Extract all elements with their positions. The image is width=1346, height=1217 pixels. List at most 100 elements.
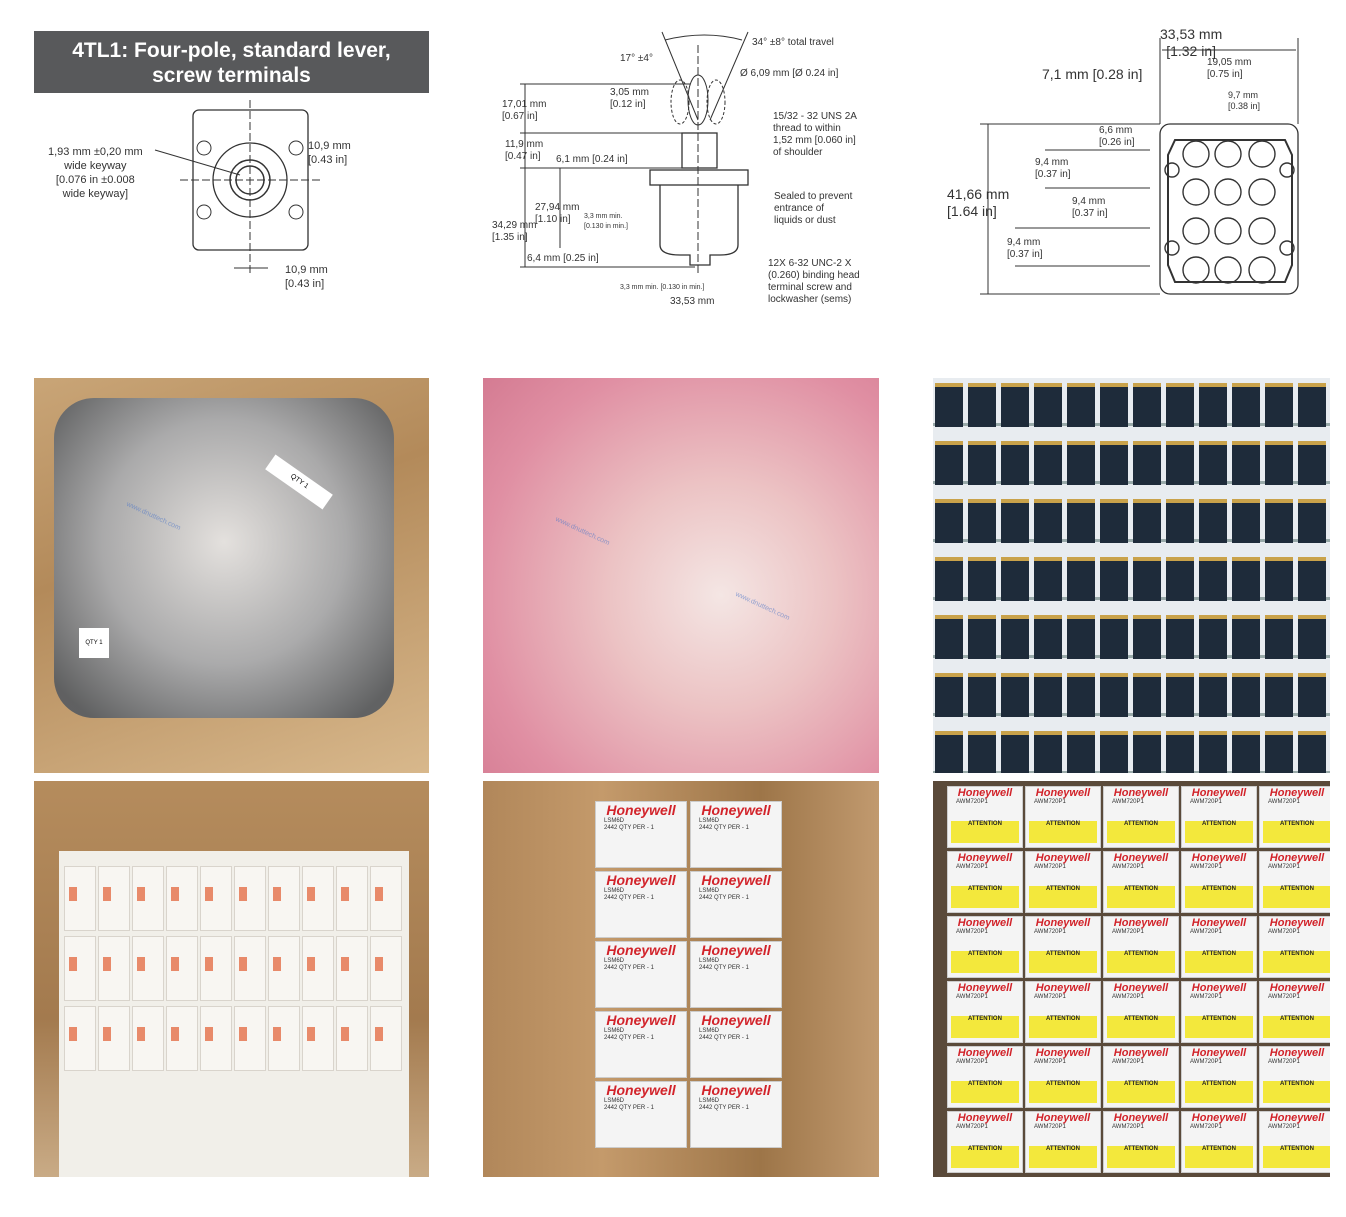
- attention-text: ATTENTION: [1202, 951, 1236, 957]
- attention-label: ATTENTION: [1029, 1081, 1097, 1103]
- part-number: AWM720P1: [956, 1124, 988, 1130]
- small-box: [336, 866, 368, 931]
- dimension-bottom: 10,9 mm [0.43 in]: [285, 264, 328, 290]
- attention-text: ATTENTION: [1124, 1146, 1158, 1152]
- qty-label: 2442 QTY PER - 1: [699, 825, 749, 831]
- attention-label: ATTENTION: [1107, 821, 1175, 843]
- part-number: AWM720P1: [1112, 929, 1144, 935]
- rail: [933, 539, 1330, 542]
- attention-label: ATTENTION: [1107, 1146, 1175, 1168]
- switch-unit: [1133, 557, 1161, 601]
- attention-text: ATTENTION: [1280, 886, 1314, 892]
- switch-unit: [968, 557, 996, 601]
- part-number: AWM720P1: [1268, 1124, 1300, 1130]
- attention-text: ATTENTION: [968, 821, 1002, 827]
- qty-label: 2442 QTY PER - 1: [604, 825, 654, 831]
- small-box: [200, 866, 232, 931]
- switch-unit: [1166, 383, 1194, 427]
- brand-label: Honeywell: [1035, 787, 1091, 799]
- attention-text: ATTENTION: [1280, 1146, 1314, 1152]
- switch-unit: [1166, 499, 1194, 543]
- brand-label: Honeywell: [1035, 1047, 1091, 1059]
- switch-unit: [1298, 731, 1326, 773]
- attention-text: ATTENTION: [1202, 886, 1236, 892]
- total-travel-label: 34° ±8° total travel: [752, 37, 834, 48]
- attention-text: ATTENTION: [1202, 1146, 1236, 1152]
- dim-11-9: 11,9 mm [0.47 in]: [505, 139, 544, 162]
- switch-unit: [1199, 557, 1227, 601]
- attention-text: ATTENTION: [1124, 1016, 1158, 1022]
- part-number: AWM720P1: [1268, 929, 1300, 935]
- attention-text: ATTENTION: [1280, 1016, 1314, 1022]
- small-box: [98, 1006, 130, 1071]
- switch-unit: [1298, 499, 1326, 543]
- small-box: [132, 866, 164, 931]
- attention-text: ATTENTION: [968, 1081, 1002, 1087]
- part-number: AWM720P1: [956, 929, 988, 935]
- terminal-view-drawing: [980, 38, 1299, 295]
- qty-label: 2442 QTY PER - 1: [604, 1035, 654, 1041]
- part-number: AWM720P1: [1112, 994, 1144, 1000]
- part-number: LSM6D: [699, 958, 720, 964]
- attention-label: ATTENTION: [951, 1146, 1019, 1168]
- qty-label: 2442 QTY PER - 1: [699, 1105, 749, 1111]
- brand-label: Honeywell: [1113, 1047, 1169, 1059]
- attention-label: ATTENTION: [951, 886, 1019, 908]
- switch-unit: [1001, 383, 1029, 427]
- brand-label: Honeywell: [957, 1112, 1013, 1124]
- brand-label: Honeywell: [1269, 852, 1325, 864]
- side-view-drawing: [520, 31, 749, 275]
- small-box: [302, 936, 334, 1001]
- brand-label: Honeywell: [1191, 917, 1247, 929]
- switch-unit: [1298, 383, 1326, 427]
- switch-unit: [1034, 383, 1062, 427]
- switch-unit: [1067, 441, 1095, 485]
- small-box: [64, 1006, 96, 1071]
- small-box: [370, 936, 402, 1001]
- switch-unit: [1232, 673, 1260, 717]
- attention-text: ATTENTION: [1280, 951, 1314, 957]
- switch-unit: [1001, 441, 1029, 485]
- switch-unit: [1199, 383, 1227, 427]
- attention-label: ATTENTION: [951, 1081, 1019, 1103]
- switch-unit: [1265, 499, 1293, 543]
- switch-unit: [968, 731, 996, 773]
- brand-label: Honeywell: [1269, 1047, 1325, 1059]
- switch-unit: [1100, 615, 1128, 659]
- dim-27-94: 27,94 mm [1.10 in]: [535, 202, 580, 225]
- part-number: AWM720P1: [1112, 864, 1144, 870]
- brand-label: Honeywell: [606, 942, 676, 958]
- dim-17-01: 17,01 mm [0.67 in]: [502, 99, 547, 122]
- small-box: [268, 866, 300, 931]
- part-number: AWM720P1: [1268, 799, 1300, 805]
- attention-label: ATTENTION: [1107, 886, 1175, 908]
- brand-label: Honeywell: [1191, 852, 1247, 864]
- photo-boxed-switches: [34, 781, 429, 1177]
- small-box: [268, 936, 300, 1001]
- dim-3-3-a: 3,3 mm min. [0.130 in min.]: [584, 213, 628, 230]
- photo-bagged-switches: QTY 1 QTY 1 www.dnuttech.com: [34, 378, 429, 773]
- switch-unit: [1001, 731, 1029, 773]
- switch-unit: [935, 441, 963, 485]
- switch-unit: [1265, 441, 1293, 485]
- small-box: [132, 1006, 164, 1071]
- small-box: [166, 866, 198, 931]
- attention-text: ATTENTION: [1046, 886, 1080, 892]
- switch-unit: [935, 383, 963, 427]
- switch-unit: [1199, 731, 1227, 773]
- brand-label: Honeywell: [1113, 917, 1169, 929]
